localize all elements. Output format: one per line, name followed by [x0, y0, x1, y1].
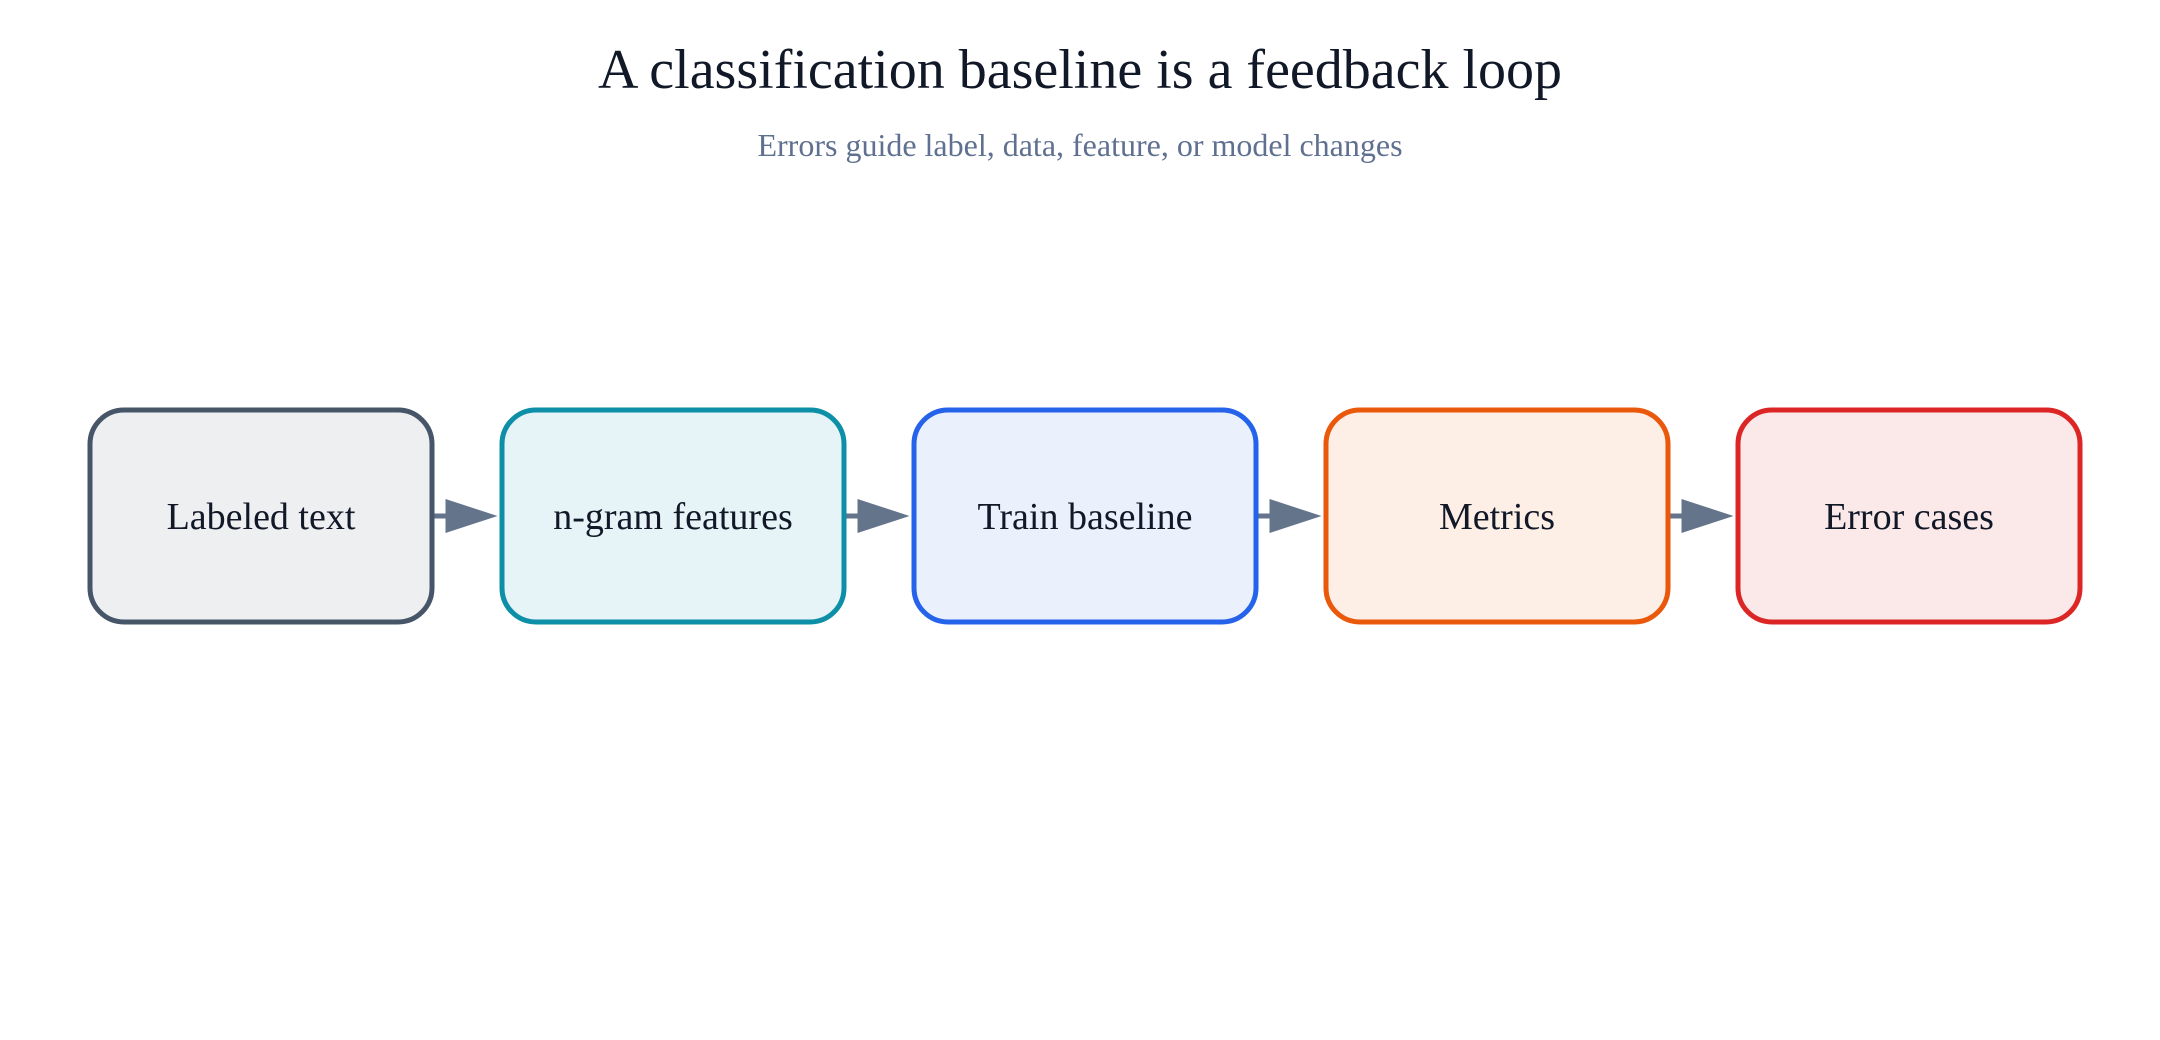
- node-ngram-features: n-gram features: [499, 407, 847, 625]
- node-labeled-text: Labeled text: [87, 407, 435, 625]
- edge-arrow: [846, 499, 910, 533]
- arrowhead-icon: [445, 499, 498, 533]
- node-box: [87, 407, 435, 625]
- node-error-cases: Error cases: [1735, 407, 2083, 625]
- arrowhead-icon: [1681, 499, 1734, 533]
- edge-arrow: [1258, 499, 1322, 533]
- arrowhead-icon: [1269, 499, 1322, 533]
- diagram-subtitle: Errors guide label, data, feature, or mo…: [757, 127, 1402, 163]
- edges-layer: [434, 499, 1734, 533]
- arrowhead-icon: [857, 499, 910, 533]
- edge-arrow: [434, 499, 498, 533]
- edge-arrow: [1670, 499, 1734, 533]
- node-label: Error cases: [1824, 496, 1994, 538]
- node-train-baseline: Train baseline: [911, 407, 1259, 625]
- node-box: [1323, 407, 1671, 625]
- node-box: [1735, 407, 2083, 625]
- diagram-title: A classification baseline is a feedback …: [598, 39, 1562, 101]
- node-metrics: Metrics: [1323, 407, 1671, 625]
- node-label: Metrics: [1439, 496, 1555, 538]
- node-label: n-gram features: [553, 496, 793, 538]
- node-label: Labeled text: [167, 496, 356, 538]
- nodes-layer: Labeled text n-gram features Train baselin…: [87, 407, 2083, 625]
- node-box: [911, 407, 1259, 625]
- node-box: [499, 407, 847, 625]
- node-label: Train baseline: [978, 496, 1193, 538]
